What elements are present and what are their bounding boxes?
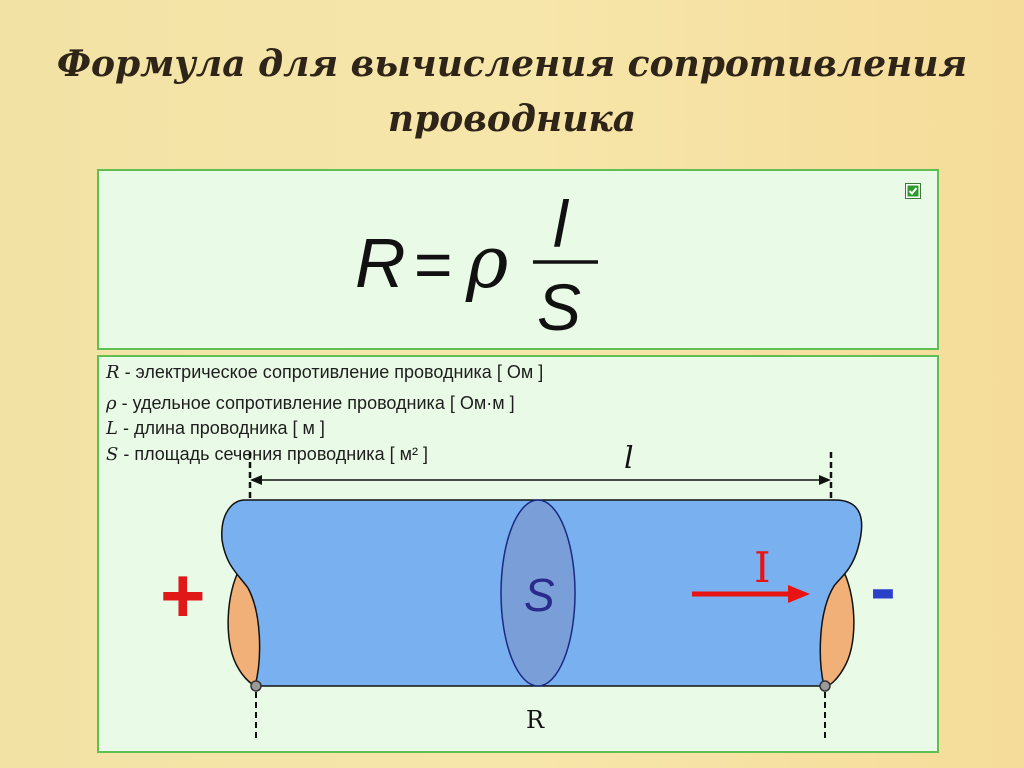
legend-text: - электрическое сопротивление проводника… (119, 362, 544, 382)
section-label: S (524, 569, 555, 621)
legend-symbol: S (106, 444, 119, 465)
length-label: l (624, 441, 634, 476)
node-left (250, 680, 262, 692)
length-arrowhead-left (250, 475, 262, 485)
checkmark-icon (907, 185, 919, 197)
slide-title-line-2: проводника (387, 98, 637, 140)
current-arrowhead (788, 585, 810, 603)
node-right (819, 680, 831, 692)
formula: R = ρ l S (355, 187, 598, 344)
minus-sign: - (870, 543, 896, 631)
legend-item-r: R - электрическое сопротивление проводни… (106, 361, 543, 384)
legend-item-rho: ρ - удельное сопротивление проводника [ … (106, 392, 515, 415)
legend-symbol: L (106, 418, 118, 439)
formula-r: R (355, 224, 406, 302)
current-label: I (754, 543, 771, 592)
slide-title-line-1: Формула для вычисления сопротивления (56, 43, 968, 85)
legend-item-l: L - длина проводника [ м ] (106, 417, 325, 440)
legend-text: - площадь сечения проводника [ м² ] (118, 444, 428, 464)
formula-rho: ρ (465, 220, 508, 304)
legend-text: - длина проводника [ м ] (117, 418, 325, 438)
legend-text: - удельное сопротивление проводника [ Ом… (116, 393, 515, 413)
legend-symbol: R (106, 362, 120, 383)
legend-item-s: S - площадь сечения проводника [ м² ] (106, 443, 428, 466)
formula-equals: = (413, 227, 452, 301)
cross-section (500, 499, 576, 687)
resistor-label: R (526, 706, 545, 734)
checkbox[interactable] (905, 183, 921, 199)
legend-symbol: ρ (106, 393, 117, 414)
length-arrowhead-right (819, 475, 831, 485)
formula-denominator: S (537, 270, 581, 344)
plus-sign: + (160, 551, 206, 639)
formula-panel (97, 169, 939, 350)
formula-numerator: l (553, 187, 570, 261)
